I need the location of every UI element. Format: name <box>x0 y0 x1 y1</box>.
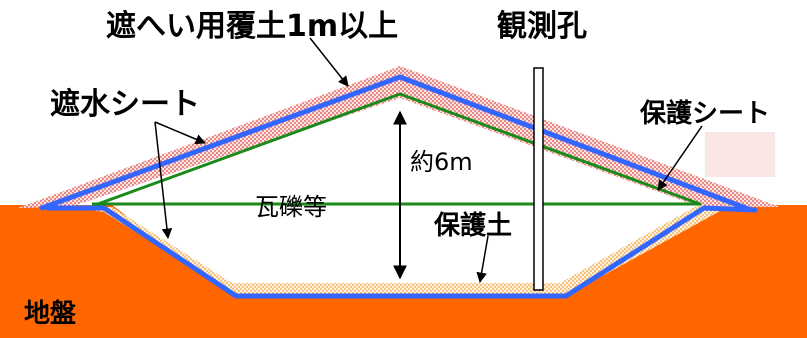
observation-hole-label: 観測孔 <box>497 9 587 44</box>
ground-label: 地盤 <box>24 299 77 329</box>
observation-hole-pipe <box>533 67 544 291</box>
waterproof-sheet-leader-upper <box>154 121 206 145</box>
protective-soil-leader <box>476 235 489 284</box>
waterproof-sheet-leader-lower <box>154 121 173 240</box>
pink-patch <box>705 132 775 177</box>
cover-soil-label: 遮へい用覆土1m以上 <box>106 9 398 44</box>
waterproof-sheet-line <box>39 74 758 299</box>
protective-sheet-leader <box>657 125 703 191</box>
cover-soil-leader <box>309 37 349 87</box>
rubble-label: 瓦礫等 <box>255 193 327 221</box>
ground-layer <box>0 205 807 338</box>
height-label: 約6m <box>410 148 473 176</box>
protective-sheet-label: 保護シート <box>639 98 770 129</box>
waterproof-sheet-label: 遮水シート <box>50 87 200 122</box>
protective-soil-label: 保護土 <box>433 210 512 241</box>
